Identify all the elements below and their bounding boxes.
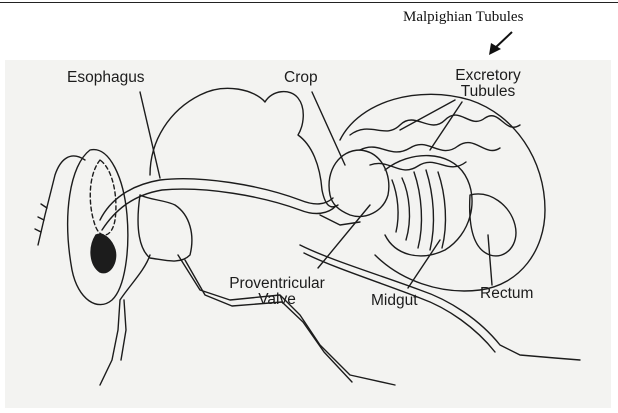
head-outline <box>68 150 128 305</box>
rectum-label: Rectum <box>480 286 533 302</box>
proventricular-label-line2: Valve <box>197 292 357 308</box>
gaster-outline <box>340 94 545 291</box>
excretory-label-line1: Excretory <box>430 68 546 84</box>
rectum-leader <box>488 235 492 285</box>
proventricular-leader <box>318 205 370 268</box>
tubules-leader-b <box>430 102 462 150</box>
antenna <box>38 156 85 245</box>
midgut-label: Midgut <box>371 293 418 309</box>
excretory-tubules-label: Excretory Tubules <box>430 68 546 101</box>
eye-outline <box>90 160 116 235</box>
thorax-outline <box>138 195 192 261</box>
crop-bulb <box>329 150 389 216</box>
midgut-leader <box>408 240 440 288</box>
proventricular-label-line1: Proventricular <box>197 276 357 292</box>
excretory-label-line2: Tubules <box>430 84 546 100</box>
proventricular-valve-label: Proventricular Valve <box>197 276 357 309</box>
esophagus-label: Esophagus <box>67 70 145 86</box>
crop-label: Crop <box>284 70 318 86</box>
crop-leader <box>312 92 345 165</box>
mandible <box>91 234 116 272</box>
rectum-outline <box>470 194 516 256</box>
down-left-arrow-icon <box>489 32 512 55</box>
front-leg <box>100 255 150 385</box>
